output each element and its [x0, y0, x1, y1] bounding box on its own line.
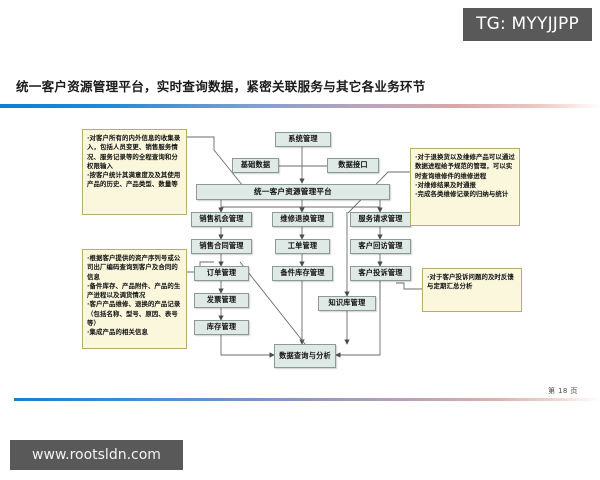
node-repair-return[interactable]: 维修退换管理	[272, 212, 333, 227]
node-sales-contract[interactable]: 销售合同管理	[191, 239, 252, 254]
callout-top-right-item-0: ·对于退换货以及维修产品可以通过数据进程给予规范的管理，可以实时查询维修件的维修…	[415, 153, 515, 180]
node-basic-data[interactable]: 基础数据	[232, 158, 279, 173]
callout-top-left-item-0: ·对客户所有的内外信息的收集录入，包括人员变更、销售服务情况、服务记录等的全程查…	[87, 134, 181, 170]
footer-page-number: 第 18 页	[548, 387, 578, 395]
node-knowledge-base[interactable]: 知识库管理	[318, 296, 376, 311]
callout-top-right: ·对于退换货以及维修产品可以通过数据进程给予规范的管理，可以实时查询维修件的维修…	[410, 148, 520, 226]
callout-bottom-right-item-0: ·对于客户投诉问题的及时反馈与定期汇总分析	[427, 273, 514, 291]
node-customer-complaint[interactable]: 客户投诉管理	[350, 266, 411, 281]
callout-top-right-item-2: ·完成各类维修记录的归纳与统计	[415, 190, 509, 199]
node-customer-revisit[interactable]: 客户回访管理	[350, 239, 411, 254]
node-order-mgmt[interactable]: 订单管理	[194, 266, 249, 281]
node-spare-parts[interactable]: 备件库存管理	[272, 266, 333, 281]
callout-bottom-left-item-0: ·根据客户提供的资产序列号或公司出厂编码查询到客户及合同的信息	[87, 254, 181, 281]
node-system-mgmt[interactable]: 系统管理	[275, 132, 331, 147]
node-service-request[interactable]: 服务请求管理	[350, 212, 411, 227]
node-inventory-mgmt[interactable]: 库存管理	[194, 320, 249, 335]
callout-bottom-left-item-1: ·备件库存、产品附件、产品的生产进程以及调货情况	[87, 281, 181, 300]
tg-watermark-badge: TG: MYYJJPP	[463, 8, 592, 41]
callout-top-left-item-1: ·按客户统计其满意度及及其使用产品的历史、产品类型、数量等	[87, 171, 181, 189]
callout-top-left: ·对客户所有的内外信息的收集录入，包括人员变更、销售服务情况、服务记录等的全程查…	[82, 129, 187, 215]
node-invoice-mgmt[interactable]: 发票管理	[194, 293, 249, 308]
header-gradient-rule	[0, 104, 600, 108]
node-platform[interactable]: 统一客户资源管理平台	[196, 184, 390, 200]
callout-bottom-right: ·对于客户投诉问题的及时反馈与定期汇总分析	[422, 268, 522, 312]
callout-bottom-left: ·根据客户提供的资产序列号或公司出厂编码查询到客户及合同的信息 ·备件库存、产品…	[82, 249, 187, 349]
site-url-watermark: www.rootsldn.com	[10, 440, 183, 470]
callout-top-right-item-1: ·对维修结果及时通报	[415, 180, 476, 189]
callout-bottom-left-item-3: ·集成产品的相关信息	[87, 328, 148, 337]
node-data-interface[interactable]: 数据接口	[327, 158, 379, 173]
node-data-query-analysis[interactable]: 数据查询与分析	[274, 344, 336, 368]
callout-bottom-left-item-2: ·客户产品维修、退换的产品记录（包括名称、型号、原因、表号等）	[87, 300, 181, 327]
page-title: 统一客户资源管理平台，实时查询数据，紧密关联服务与其它各业务环节	[16, 79, 426, 94]
node-work-order[interactable]: 工单管理	[275, 239, 330, 254]
footer-gradient-rule	[14, 398, 600, 401]
node-sales-opportunity[interactable]: 销售机会管理	[191, 212, 252, 227]
